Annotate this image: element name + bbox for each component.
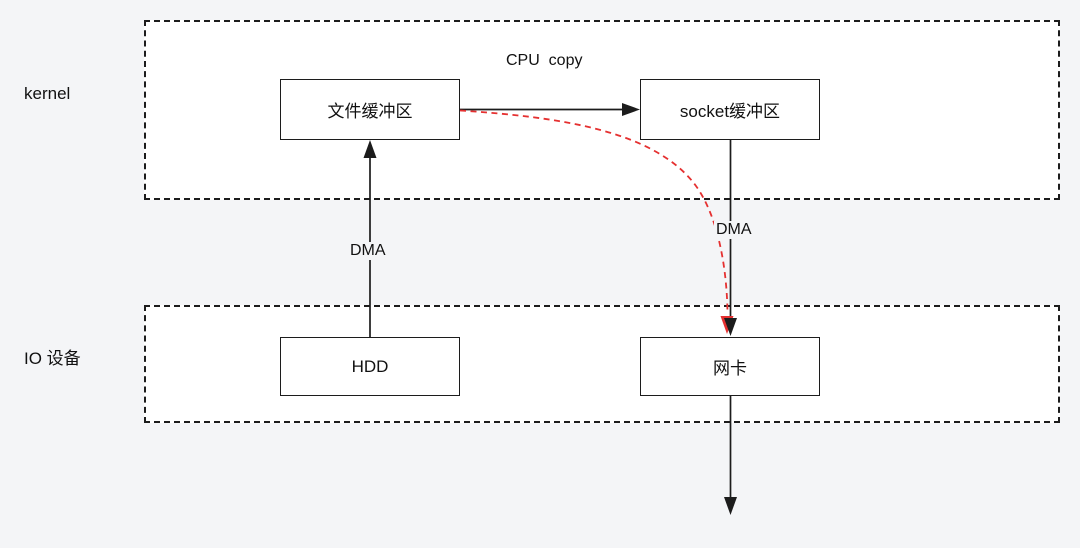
- dma-right-edge-label: DMA: [714, 221, 754, 240]
- nic-label: 网卡: [713, 359, 747, 378]
- file-buffer-label: 文件缓冲区: [327, 102, 413, 121]
- kernel-region-label: kernel: [24, 84, 71, 103]
- socket-buffer-node: socket缓冲区: [640, 79, 820, 140]
- io-devices-region-label: IO 设备: [24, 349, 81, 368]
- nic-node: 网卡: [640, 337, 820, 396]
- file-buffer-node: 文件缓冲区: [280, 79, 460, 140]
- dma-left-edge-label: DMA: [348, 242, 388, 261]
- cpu-copy-edge-label: CPU copy: [506, 52, 583, 69]
- arrowhead-down-outside: [724, 497, 737, 515]
- hdd-node: HDD: [280, 337, 460, 396]
- hdd-label: HDD: [351, 356, 389, 376]
- socket-buffer-label: socket缓冲区: [679, 102, 781, 121]
